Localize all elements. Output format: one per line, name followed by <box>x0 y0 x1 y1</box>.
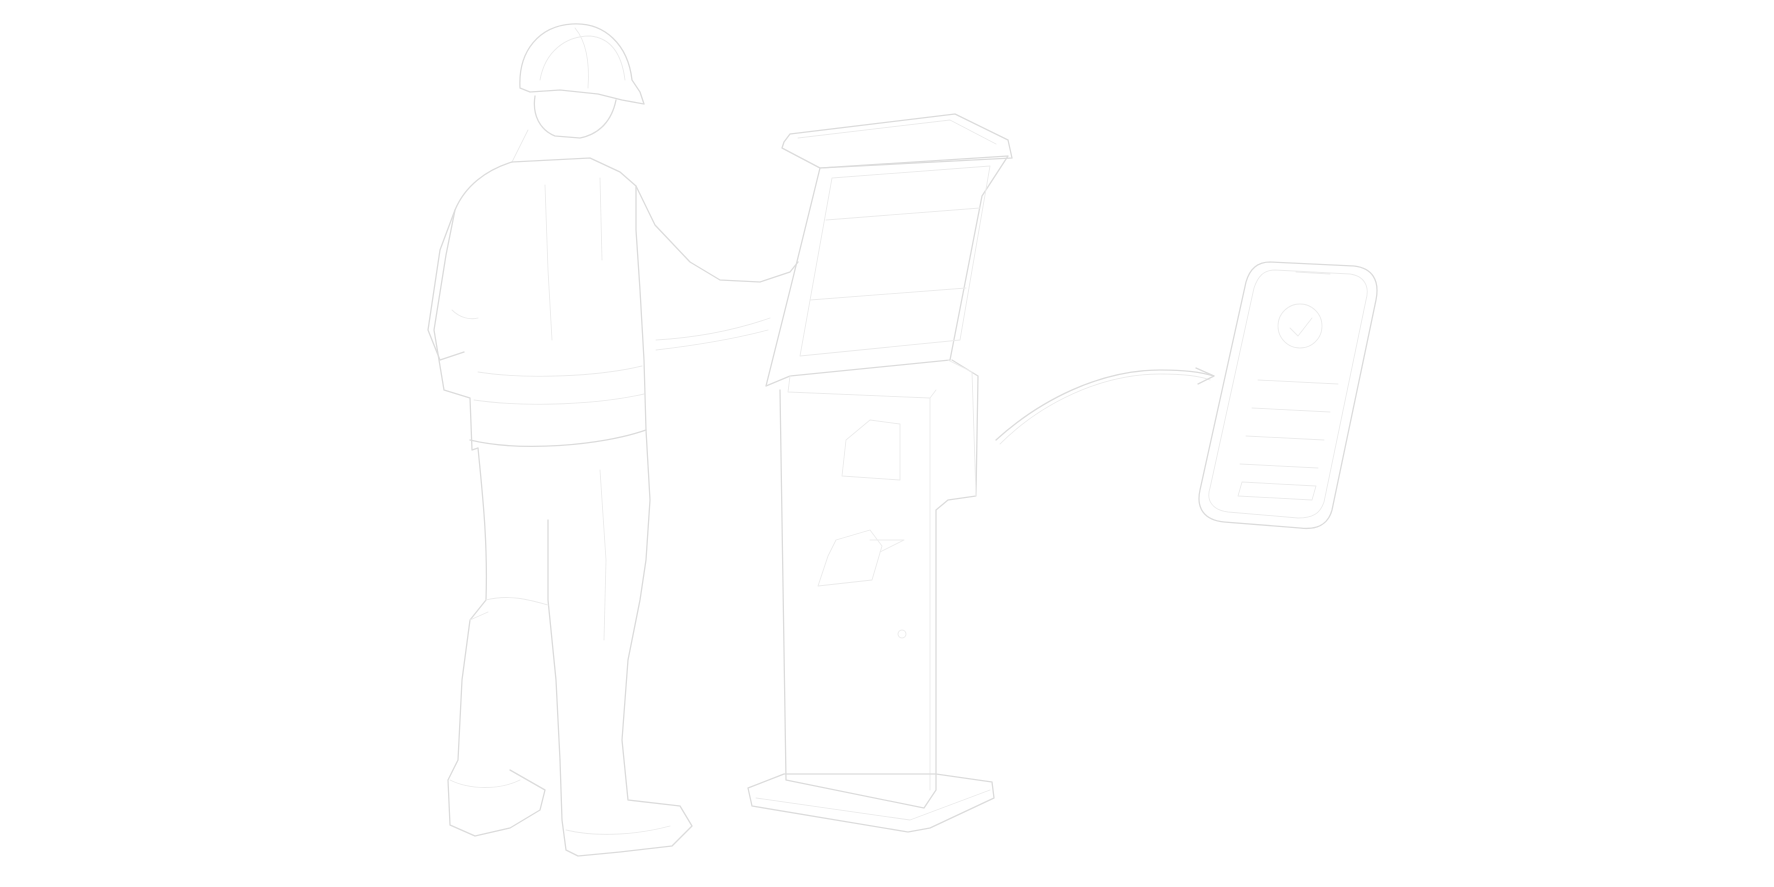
kiosk-terminal <box>747 113 1013 833</box>
worker-figure <box>427 23 799 857</box>
hard-hat-icon <box>519 23 645 105</box>
curved-arrow-icon <box>995 367 1215 445</box>
smartphone <box>1198 261 1378 530</box>
